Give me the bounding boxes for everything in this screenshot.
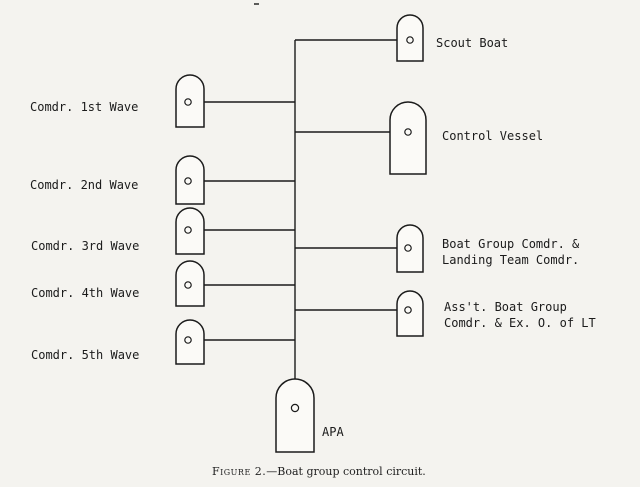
label-scout-boat: Scout Boat <box>436 36 509 50</box>
boat-group-comdr-icon <box>396 224 424 273</box>
label-asst-boat-group-line2: Comdr. & Ex. O. of LT <box>444 316 596 330</box>
label-control-vessel: Control Vessel <box>442 129 544 143</box>
label-wave-1: Comdr. 1st Wave <box>30 100 139 114</box>
label-wave-5: Comdr. 5th Wave <box>31 348 140 362</box>
label-apa: APA <box>322 425 344 439</box>
scout-boat-icon <box>396 14 424 62</box>
label-boat-group-comdr-line1: Boat Group Comdr. & <box>442 237 580 251</box>
asst-boat-group-icon <box>396 290 424 337</box>
figure-caption: Figure 2.—Boat group control circuit. <box>212 465 426 478</box>
wave-3-boat-icon <box>175 207 205 255</box>
wave-2-boat-icon <box>175 155 205 205</box>
label-wave-4: Comdr. 4th Wave <box>31 286 140 300</box>
wave-1-boat-icon <box>175 74 205 128</box>
apa-ship-icon <box>275 378 315 453</box>
label-wave-3: Comdr. 3rd Wave <box>31 239 140 253</box>
control-vessel-icon <box>389 101 427 175</box>
label-asst-boat-group-line1: Ass't. Boat Group <box>444 300 567 314</box>
label-wave-2: Comdr. 2nd Wave <box>30 178 139 192</box>
figure-caption-text: —Boat group control circuit. <box>266 465 426 478</box>
label-boat-group-comdr-line2: Landing Team Comdr. <box>442 253 580 267</box>
wave-4-boat-icon <box>175 260 205 307</box>
wave-5-boat-icon <box>175 319 205 365</box>
figure-number: Figure 2. <box>212 465 267 478</box>
